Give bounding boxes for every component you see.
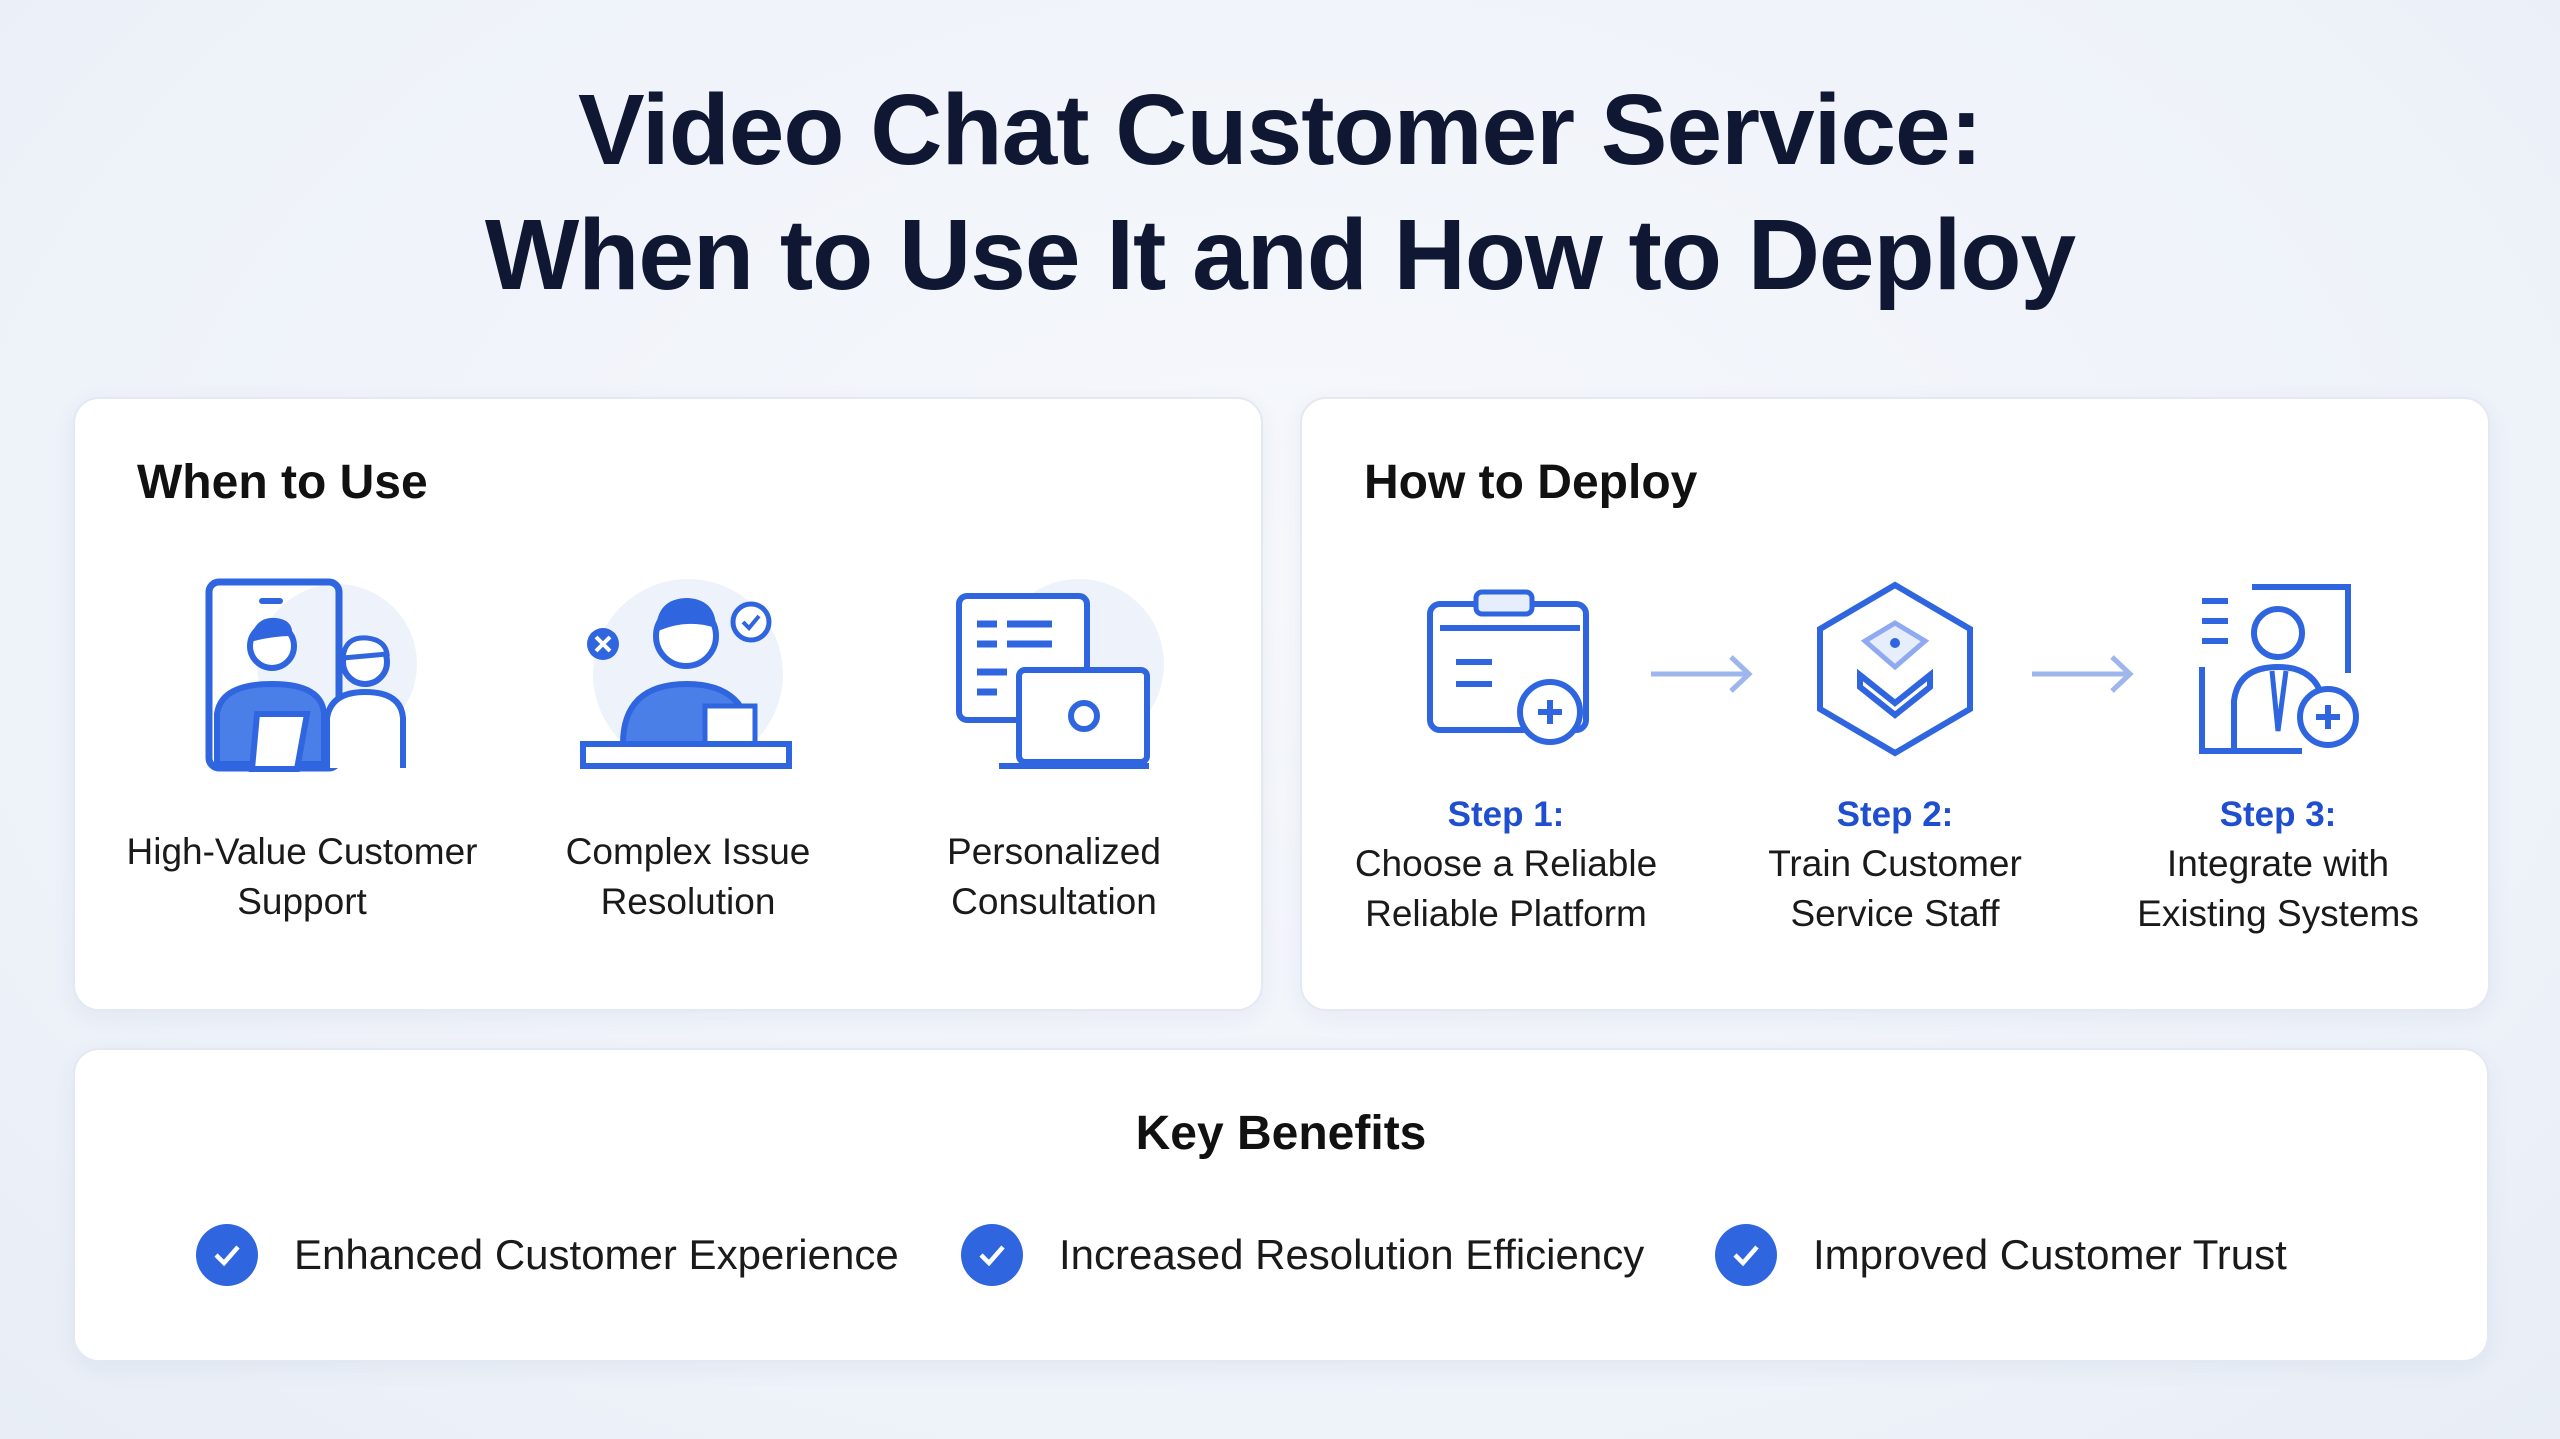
step-1 bbox=[1306, 584, 1706, 754]
step-text: Train Customer bbox=[1768, 843, 2022, 884]
clipboard-add-icon bbox=[1427, 589, 1589, 745]
profile-add-icon bbox=[2199, 584, 2359, 754]
hexagon-layers-icon bbox=[1817, 581, 1973, 757]
step-1-label: Step 1: Choose a Reliable Reliable Platf… bbox=[1306, 791, 1706, 939]
label-line: Complex Issue bbox=[565, 831, 811, 872]
agent-resolution-icon bbox=[580, 579, 792, 769]
step-text: Reliable Platform bbox=[1365, 893, 1647, 934]
when-to-use-heading: When to Use bbox=[137, 456, 428, 509]
step-2-label: Step 2: Train Customer Service Staff bbox=[1695, 791, 2095, 939]
arrow-right-icon bbox=[2032, 655, 2134, 693]
benefit-item: Increased Resolution Efficiency bbox=[961, 1224, 1644, 1286]
arrow-right-icon bbox=[1651, 655, 1753, 693]
page-title-line2: When to Use It and How to Deploy bbox=[484, 199, 2076, 311]
step-number: Step 1: bbox=[1447, 795, 1565, 834]
benefit-text: Improved Customer Trust bbox=[1813, 1231, 2287, 1278]
label-line: Support bbox=[237, 881, 367, 922]
how-to-deploy-heading: How to Deploy bbox=[1364, 456, 1698, 509]
key-benefits-heading: Key Benefits bbox=[1135, 1107, 1427, 1160]
benefit-text: Enhanced Customer Experience bbox=[294, 1231, 899, 1278]
check-circle-icon bbox=[1715, 1224, 1777, 1286]
when-to-use-card: When to Use High-Value Customer Support bbox=[73, 397, 1263, 1011]
step-2 bbox=[1695, 579, 2095, 759]
use-case-high-value bbox=[102, 574, 502, 774]
key-benefits-card: Key Benefits Enhanced Customer Experienc… bbox=[73, 1048, 2489, 1362]
step-3-label: Step 3: Integrate with Existing Systems bbox=[2078, 791, 2478, 939]
use-case-personalized bbox=[854, 574, 1254, 774]
benefit-item: Improved Customer Trust bbox=[1715, 1224, 2287, 1286]
check-circle-icon bbox=[961, 1224, 1023, 1286]
use-case-personalized-label: Personalized Consultation bbox=[854, 827, 1254, 927]
step-text: Choose a Reliable bbox=[1354, 843, 1658, 884]
step-number: Step 3: bbox=[2219, 795, 2337, 834]
step-3 bbox=[2078, 581, 2478, 756]
step-text: Existing Systems bbox=[2137, 893, 2419, 934]
video-call-agent-icon bbox=[205, 578, 417, 772]
label-line: High-Value Customer bbox=[126, 831, 478, 872]
benefit-text: Increased Resolution Efficiency bbox=[1059, 1231, 1645, 1278]
check-circle-icon bbox=[196, 1224, 258, 1286]
label-line: Consultation bbox=[951, 881, 1157, 922]
use-case-complex-issue bbox=[488, 574, 888, 774]
label-line: Resolution bbox=[600, 881, 776, 922]
page-title-line1: Video Chat Customer Service: bbox=[578, 74, 1983, 186]
label-line: Personalized bbox=[947, 831, 1161, 872]
step-text: Service Staff bbox=[1790, 893, 2000, 934]
step-text: Integrate with bbox=[2166, 843, 2390, 884]
how-to-deploy-card: How to Deploy Step 1: bbox=[1300, 397, 2490, 1011]
use-case-high-value-label: High-Value Customer Support bbox=[102, 827, 502, 927]
document-laptop-icon bbox=[956, 579, 1164, 769]
benefit-item: Enhanced Customer Experience bbox=[196, 1224, 899, 1286]
use-case-complex-issue-label: Complex Issue Resolution bbox=[488, 827, 888, 927]
step-number: Step 2: bbox=[1836, 795, 1954, 834]
